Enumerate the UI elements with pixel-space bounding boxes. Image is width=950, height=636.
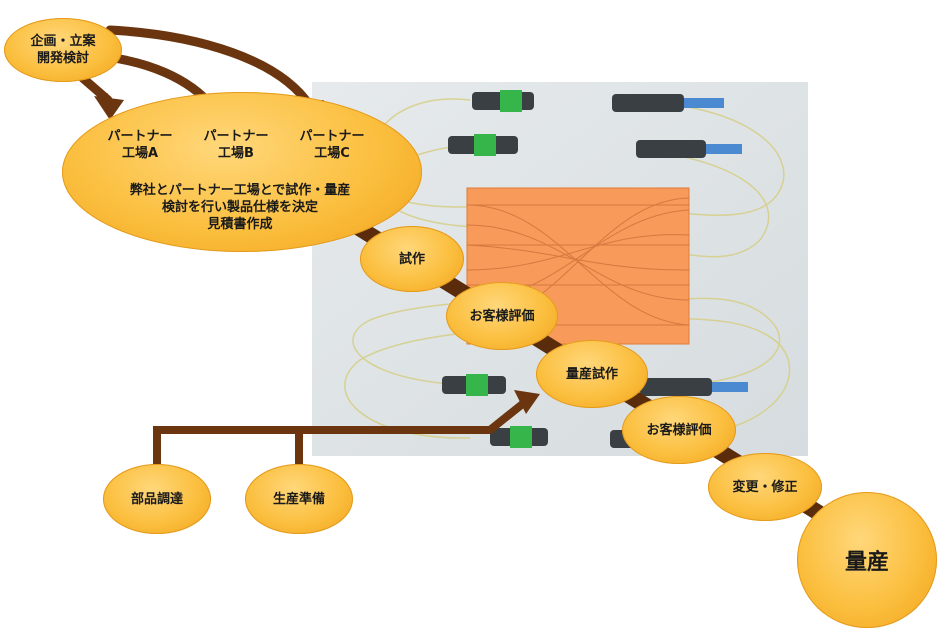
customer-eval-1-label: お客様評価 — [469, 308, 535, 324]
partner-b-label: パートナー 工場B — [196, 128, 276, 162]
prototype-label: 試作 — [398, 251, 425, 267]
partner-b-line1: パートナー — [203, 129, 269, 144]
prototype-node: 試作 — [360, 226, 464, 292]
device-photo — [312, 82, 808, 456]
mass-prototype-label: 量産試作 — [565, 366, 618, 382]
production-prep-label: 生産準備 — [272, 491, 325, 507]
partner-factories-node — [62, 92, 422, 252]
joint-description-line2: 検討を行い製品仕様を決定 — [161, 200, 318, 215]
mass-prototype-node: 量産試作 — [536, 340, 648, 408]
joint-description: 弊社とパートナー工場とで試作・量産 検討を行い製品仕様を決定 見積書作成 — [90, 182, 390, 233]
change-fix-label: 変更・修正 — [732, 479, 798, 495]
planning-line2: 開発検討 — [36, 51, 89, 66]
planning-node: 企画・立案 開発検討 — [4, 18, 122, 82]
partner-c-line1: パートナー — [299, 129, 365, 144]
customer-eval-2-node: お客様評価 — [622, 396, 736, 464]
joint-description-line1: 弊社とパートナー工場とで試作・量産 — [129, 183, 351, 198]
customer-eval-1-node: お客様評価 — [446, 282, 558, 350]
customer-eval-2-label: お客様評価 — [646, 422, 712, 438]
joint-description-line3: 見積書作成 — [207, 217, 273, 232]
partner-a-line2: 工場A — [121, 146, 159, 161]
planning-line1: 企画・立案 — [30, 34, 96, 49]
production-prep-node: 生産準備 — [245, 464, 353, 534]
partner-a-line1: パートナー — [107, 129, 173, 144]
partner-c-label: パートナー 工場C — [292, 128, 372, 162]
partner-a-label: パートナー 工場A — [100, 128, 180, 162]
parts-procurement-label: 部品調達 — [130, 491, 183, 507]
partner-b-line2: 工場B — [218, 146, 254, 161]
parts-procurement-node: 部品調達 — [103, 464, 211, 534]
mass-production-node: 量産 — [797, 492, 937, 628]
partner-c-line2: 工場C — [314, 146, 350, 161]
mass-production-label: 量産 — [844, 550, 889, 575]
change-fix-node: 変更・修正 — [708, 453, 822, 521]
